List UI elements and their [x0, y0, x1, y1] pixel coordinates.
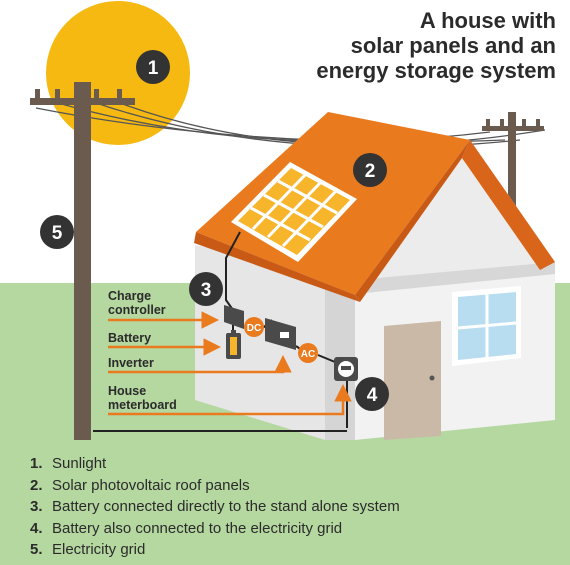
- meterboard-arrow: [108, 384, 352, 416]
- charge-controller-label-line-1: Charge: [108, 289, 152, 303]
- distant-utility-pole: [482, 112, 544, 232]
- legend-number: 2.: [30, 476, 43, 494]
- ac-badge: [298, 343, 318, 363]
- solar-panel: [231, 162, 357, 262]
- meterboard-callout: House meterboard: [108, 384, 177, 412]
- title-line-3: energy storage system: [316, 58, 556, 83]
- legend-text: Battery also connected to the electricit…: [52, 519, 343, 537]
- marker-3-label: 3: [201, 280, 212, 301]
- dc-badge: [244, 317, 264, 337]
- house-gable: [355, 140, 555, 280]
- callout-arrows: [108, 311, 352, 416]
- title-line-2: solar panels and an: [350, 33, 556, 58]
- ac-label: AC: [301, 349, 315, 360]
- legend-item: 2. Solar photovoltaic roof panels: [30, 475, 550, 497]
- inverter-arrow: [108, 355, 292, 374]
- charge-controller-label-line-2: controller: [108, 303, 166, 317]
- roof-ridge-shadow: [355, 140, 470, 302]
- marker-2-label: 2: [365, 161, 376, 182]
- marker-2: 2: [353, 153, 387, 187]
- legend-text: Sunlight: [52, 455, 107, 472]
- legend-text: Battery connected directly to the stand …: [52, 498, 400, 515]
- utility-pole: [30, 82, 135, 440]
- house-meterboard: [334, 357, 358, 381]
- marker-1-label: 1: [148, 58, 159, 79]
- legend-item: 4. Battery also connected to the electric…: [30, 518, 550, 540]
- inverter-label: Inverter: [108, 356, 154, 370]
- inverter: [265, 318, 296, 350]
- marker-5-label: 5: [52, 223, 63, 244]
- roof-eave: [194, 232, 360, 302]
- marker-4-label: 4: [367, 385, 378, 406]
- meterboard-label-line-1: House: [108, 384, 147, 398]
- marker-5: 5: [40, 215, 74, 249]
- charge-controller-callout: Charge controller: [108, 289, 166, 317]
- dc-label: DC: [247, 323, 261, 334]
- marker-1: 1: [136, 50, 170, 84]
- marker-4: 4: [355, 377, 389, 411]
- legend-item: 3. Battery connected directly to the stan…: [30, 496, 550, 518]
- roof-gable-edge: [462, 140, 555, 270]
- title-line-1: A house with: [419, 8, 556, 33]
- legend-item: 5. Electricity grid: [30, 539, 550, 561]
- marker-3: 3: [189, 272, 223, 306]
- charge-controller-box: [224, 305, 244, 329]
- legend-number: 4.: [30, 519, 43, 537]
- legend-text: Electricity grid: [52, 541, 146, 558]
- legend-list: 1. Sunlight 2. Solar photovoltaic roof pan…: [30, 453, 550, 561]
- garage-wall: [195, 245, 325, 440]
- battery-callout: Battery: [108, 331, 151, 345]
- battery: [226, 330, 241, 359]
- infographic-title: A house with solar panels and an energy …: [296, 8, 556, 83]
- legend-number: 1.: [30, 455, 43, 472]
- battery-label: Battery: [108, 331, 152, 345]
- house-door: [384, 321, 441, 440]
- house-window: [452, 286, 521, 366]
- inverter-callout: Inverter: [108, 356, 154, 370]
- legend-text: Solar photovoltaic roof panels: [52, 476, 250, 494]
- legend-item: 1. Sunlight: [30, 453, 550, 475]
- legend-number: 3.: [30, 498, 43, 515]
- meterboard-label-line-2: meterboard: [108, 398, 177, 412]
- eave-shadow: [355, 262, 555, 294]
- legend-number: 5.: [30, 541, 43, 558]
